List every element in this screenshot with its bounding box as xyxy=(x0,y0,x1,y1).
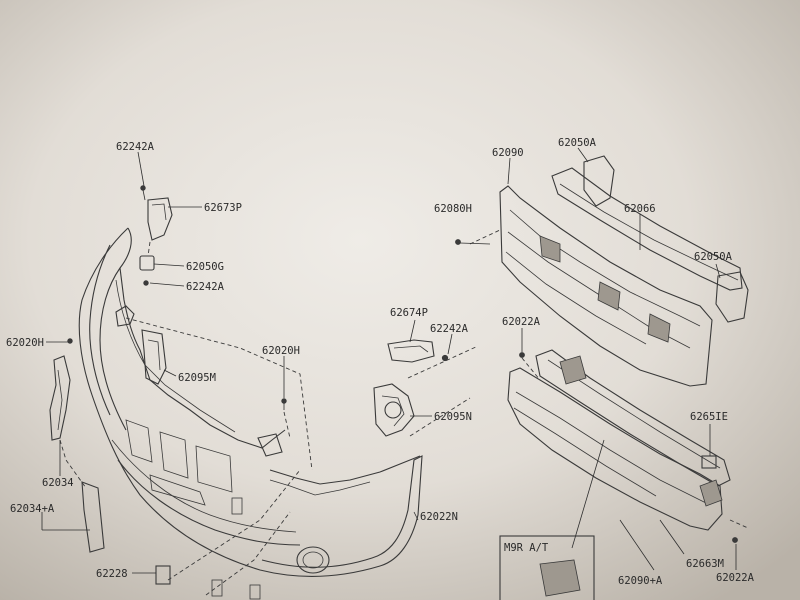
label-62228: 62228 xyxy=(96,568,128,580)
bumper-reinforcement xyxy=(455,155,749,387)
label-62080H: 62080H xyxy=(434,203,472,215)
label-62242A-right: 62242A xyxy=(430,323,469,335)
label-62673P: 62673P xyxy=(204,202,242,214)
label-62050A-top: 62050A xyxy=(558,137,597,149)
label-62022A-mid: 62022A xyxy=(502,316,541,328)
label-62095N: 62095N xyxy=(434,411,472,423)
lower-absorber xyxy=(507,349,749,543)
fascia-brackets xyxy=(49,185,287,585)
label-62090A: 62090+A xyxy=(618,575,663,587)
label-62090: 62090 xyxy=(492,147,524,159)
label-62663M: 62663M xyxy=(686,558,724,570)
label-62034: 62034 xyxy=(42,477,74,489)
label-62674P: 62674P xyxy=(390,307,428,319)
front-bumper-fascia xyxy=(78,227,423,600)
label-62020H-left: 62020H xyxy=(6,337,44,349)
label-62651E: 6265IE xyxy=(690,411,728,423)
label-62050G: 62050G xyxy=(186,261,224,273)
inset-title: M9R A/T xyxy=(504,542,549,554)
callout-labels: 62242A 62673P 62050G 62242A 62020H 62095… xyxy=(6,137,755,587)
label-62050A-right: 62050A xyxy=(694,251,733,263)
label-62022N: 62022N xyxy=(420,511,458,523)
label-62095M: 62095M xyxy=(178,372,216,384)
leader-lines xyxy=(41,147,737,574)
center-brackets xyxy=(373,339,479,437)
label-62034A: 62034+A xyxy=(10,503,55,515)
label-62020H-center: 62020H xyxy=(262,345,300,357)
label-62066: 62066 xyxy=(624,203,656,215)
label-62242A-mid: 62242A xyxy=(186,281,225,293)
label-62242A-top: 62242A xyxy=(116,141,155,153)
guide-lines-left xyxy=(59,241,313,596)
label-62022A-bottom: 62022A xyxy=(716,572,755,584)
inset-box xyxy=(499,535,595,600)
